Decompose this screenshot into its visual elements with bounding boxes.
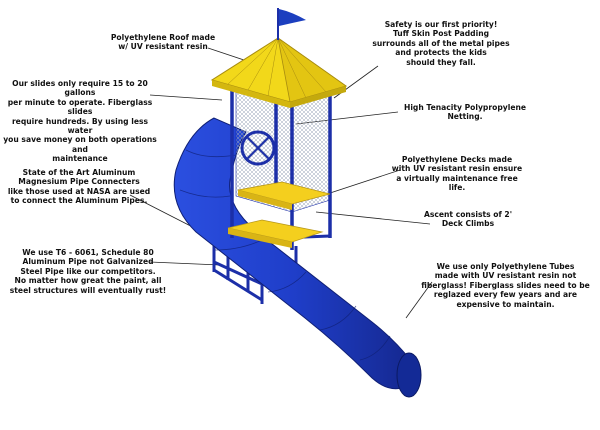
leader-lines [129, 47, 433, 319]
slide-tube [173, 117, 422, 398]
callout-ascent: Ascent consists of 2' Deck Climbs [423, 210, 513, 229]
callout-roof: Polyethylene Roof made w/ UV resistant r… [110, 33, 216, 52]
tower-posts [230, 84, 332, 250]
callout-tubes: We use only Polyethylene Tubes made with… [421, 262, 590, 309]
callout-water: Our slides only require 15 to 20 gallons… [3, 79, 157, 164]
flag [277, 8, 306, 40]
callout-safety: Safety is our first priority! Tuff Skin … [372, 20, 510, 67]
steering-wheel-panel [240, 130, 276, 166]
callout-decks: Polyethylene Decks made with UV resistan… [391, 155, 523, 193]
roof [210, 37, 348, 108]
tower-netting [235, 85, 331, 213]
decks [227, 181, 331, 248]
callout-netting: High Tenacity Polypropylene Netting. [403, 103, 527, 122]
callout-pipe: We use T6 - 6061, Schedule 80 Aluminum P… [9, 248, 167, 295]
callout-connectors: State of the Art Aluminum Magnesium Pipe… [7, 168, 151, 206]
